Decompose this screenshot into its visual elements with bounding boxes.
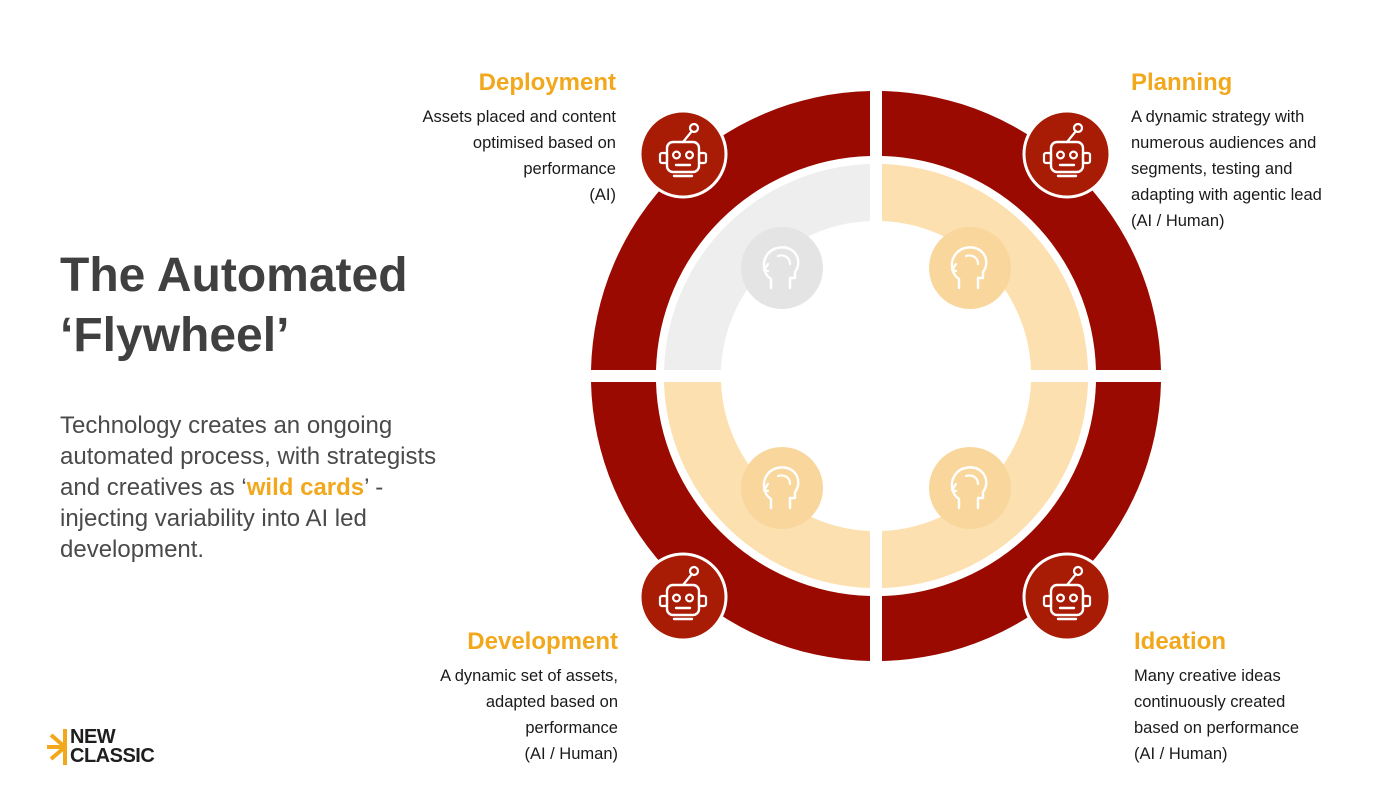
phase-line: (AI / Human) [1134,745,1228,763]
description-text-end: ’ - injecting variability into AI led de… [60,474,384,563]
phase-line: A dynamic set of assets, [440,667,618,685]
asterisk-logo-icon [47,729,67,765]
head-circle-deployment [741,227,823,309]
phase-line: optimised based on [472,134,616,152]
inner-ring [664,164,1088,588]
robot-circle-ideation [1022,552,1112,642]
outer-quadrant-deployment [591,91,870,370]
inner-quadrant-planning [882,164,1088,370]
description: Technology creates an ongoing automated … [60,410,440,565]
phase-line: A dynamic strategy with [1131,108,1305,126]
phase-description: Assets placed and content optimised base… [376,104,616,208]
phase-title: Planning [1131,69,1233,96]
new-classic-logo: NEW CLASSIC [44,725,174,773]
phase-title: Deployment [478,69,616,96]
inner-quadrant-ideation [882,382,1088,588]
phase-description: Many creative ideas continuously created… [1134,663,1374,767]
title-line-1: The Automated [60,249,408,302]
head-circle-development [741,447,823,529]
logo-line-1: NEW [70,726,116,748]
phase-line: adapted based on [485,693,618,711]
phase-line: Many creative ideas [1134,667,1281,685]
outer-quadrant-ideation [882,382,1161,661]
robot-circle-development [638,552,728,642]
phase-description: A dynamic set of assets, adapted based o… [378,663,618,767]
description-highlight: wild cards [246,474,365,501]
phase-line: segments, testing and [1131,160,1293,178]
head-circle-ideation [929,447,1011,529]
phase-line: Assets placed and content [422,108,616,126]
phase-development: Development A dynamic set of assets, ada… [378,627,618,767]
title-line-2: ‘Flywheel’ [60,309,290,362]
phase-planning: Planning A dynamic strategy with numerou… [1131,68,1381,234]
phase-ideation: Ideation Many creative ideas continuousl… [1134,627,1374,767]
phase-line: (AI / Human) [1131,212,1225,230]
outer-ring [591,91,1161,661]
phase-line: based on performance [1134,719,1300,737]
phase-line: adapting with agentic lead [1131,186,1322,204]
logo-wordmark: NEW CLASSIC [70,726,155,767]
phase-title: Development [467,628,618,655]
phase-title: Ideation [1134,628,1227,655]
robot-circle-planning [1022,109,1112,199]
phase-line: (AI) [589,186,616,204]
phase-deployment: Deployment Assets placed and content opt… [376,68,616,208]
phase-line: performance [525,719,618,737]
outer-quadrant-planning [882,91,1161,370]
phase-line: performance [523,160,616,178]
head-circle-planning [929,227,1011,309]
page-title: The Automated ‘Flywheel’ [60,246,480,366]
inner-quadrant-deployment [664,164,870,370]
description-text-start: Technology creates an ongoing automated … [60,412,437,501]
phase-line: continuously created [1134,693,1286,711]
logo-line-2: CLASSIC [70,745,155,767]
phase-line: numerous audiences and [1131,134,1317,152]
phase-description: A dynamic strategy with numerous audienc… [1131,104,1381,234]
inner-quadrant-development [664,382,870,588]
outer-quadrant-development [591,382,870,661]
robot-circle-deployment [638,109,728,199]
phase-line: (AI / Human) [524,745,618,763]
